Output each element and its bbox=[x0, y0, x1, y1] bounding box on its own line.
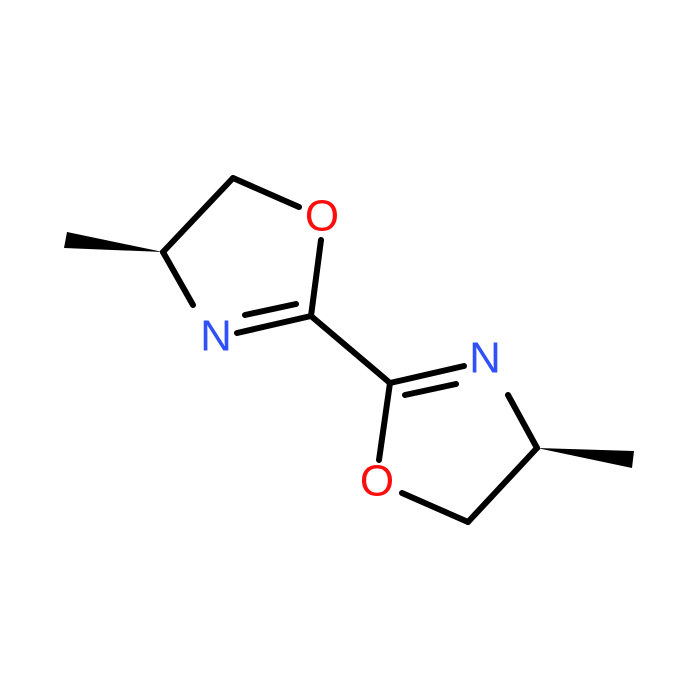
bond-c4a-c5a bbox=[160, 175, 236, 255]
oxygen-atom-lower: O bbox=[360, 457, 394, 506]
bond-c2b-n2-inner bbox=[402, 381, 459, 398]
bond-c2a-n1-outer bbox=[234, 313, 314, 336]
bond-c2a-c2b bbox=[308, 313, 393, 386]
bond-c5a-o1 bbox=[230, 175, 302, 210]
bond-c2b-n2-outer bbox=[387, 363, 467, 386]
bond-c2a-n1-inner bbox=[242, 301, 299, 318]
bond-o2-c2b bbox=[376, 380, 393, 463]
wedge-bond-methyl-lower bbox=[537, 448, 634, 468]
nitrogen-atom-lower: N bbox=[469, 334, 501, 383]
bond-n1-c4a bbox=[160, 249, 196, 308]
oxygen-atom-upper: O bbox=[305, 192, 339, 241]
wedge-bond-methyl-upper bbox=[64, 232, 163, 252]
bond-c5b-o2 bbox=[399, 490, 471, 525]
bond-c4b-c5b bbox=[465, 445, 540, 525]
bond-o1-c2a bbox=[308, 237, 324, 319]
bond-n2-c4b bbox=[505, 392, 540, 451]
nitrogen-atom-upper: N bbox=[200, 312, 232, 361]
